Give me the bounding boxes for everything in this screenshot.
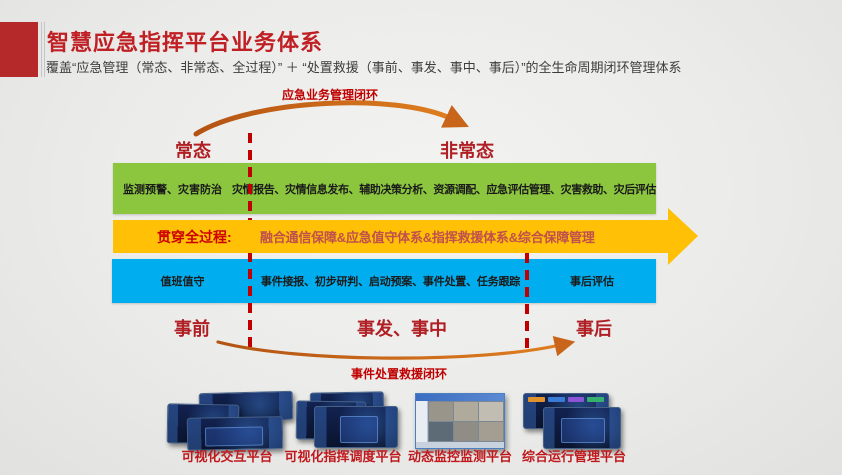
platform-caption: 动态监控监测平台: [407, 449, 512, 464]
yellow-arrow-content: 融合通信保障&应急值守体系&指挥救援体系&综合保障管理: [259, 230, 595, 245]
blue-response-bar: 值班值守 事件接报、初步研判、启动预案、事件处置、任务跟踪 事后评估: [112, 259, 656, 303]
phase-label-mid: 事发、事中: [357, 319, 447, 339]
widget-chips: [528, 397, 604, 402]
platform-screenshot: [314, 406, 398, 448]
blue-bar-middle-text: 事件接报、初步研判、启动预案、事件处置、任务跟踪: [260, 276, 521, 288]
platform-screenshot: [415, 393, 505, 449]
top-loop-arrow: [193, 100, 469, 137]
platform-caption: 可视化交互平台: [181, 449, 273, 464]
phase-label-post: 事后: [576, 319, 612, 339]
header-divider-line: [41, 22, 42, 77]
window-statusbar: [416, 442, 504, 448]
green-management-bar: 监测预警、灾害防治 灾情报告、灾情信息发布、辅助决策分析、资源调配、应急评估管理…: [113, 163, 656, 214]
dashed-divider-right: [525, 253, 529, 348]
platform-screenshot: [543, 407, 621, 449]
tree-sidebar: [416, 401, 428, 442]
camera-grid-body: [416, 401, 504, 442]
dashboard-panel: [339, 415, 379, 443]
window-titlebar: [416, 394, 504, 401]
top-loop-label: 应急业务管理闭环: [281, 88, 378, 102]
dashboard-panel: [204, 426, 264, 447]
camera-thumbnails: [428, 401, 504, 442]
page-subtitle: 覆盖“应急管理（常态、非常态、全过程）” ＋ “处置救援（事前、事发、事中、事后…: [46, 60, 682, 75]
phase-label-pre: 事前: [174, 319, 210, 339]
state-label-abnormal: 非常态: [440, 141, 494, 161]
accent-red-block: [0, 22, 38, 77]
blue-bar-right-text: 事后评估: [570, 276, 614, 288]
platform-caption: 综合运行管理平台: [521, 449, 626, 464]
yellow-arrow-prefix: 贯穿全过程:: [157, 228, 232, 245]
dashboard-panel: [560, 418, 606, 444]
yellow-process-arrow: 贯穿全过程: 融合通信保障&应急值守体系&指挥救援体系&综合保障管理: [113, 220, 668, 253]
green-bar-right-text: 灾情报告、灾情信息发布、辅助决策分析、资源调配、应急评估管理、灾害救助、灾后评估: [232, 183, 656, 196]
blue-bar-left-text: 值班值守: [160, 276, 205, 288]
header-divider-line: [44, 22, 45, 77]
state-label-normal: 常态: [175, 141, 211, 161]
yellow-arrow-head: [668, 208, 698, 265]
bottom-loop-arrow: [216, 335, 576, 360]
platform-caption: 可视化指挥调度平台: [284, 449, 402, 464]
page-title: 智慧应急指挥平台业务体系: [47, 30, 324, 55]
green-bar-left-text: 监测预警、灾害防治: [123, 183, 222, 196]
bottom-loop-label: 事件处置救援闭环: [350, 367, 447, 381]
